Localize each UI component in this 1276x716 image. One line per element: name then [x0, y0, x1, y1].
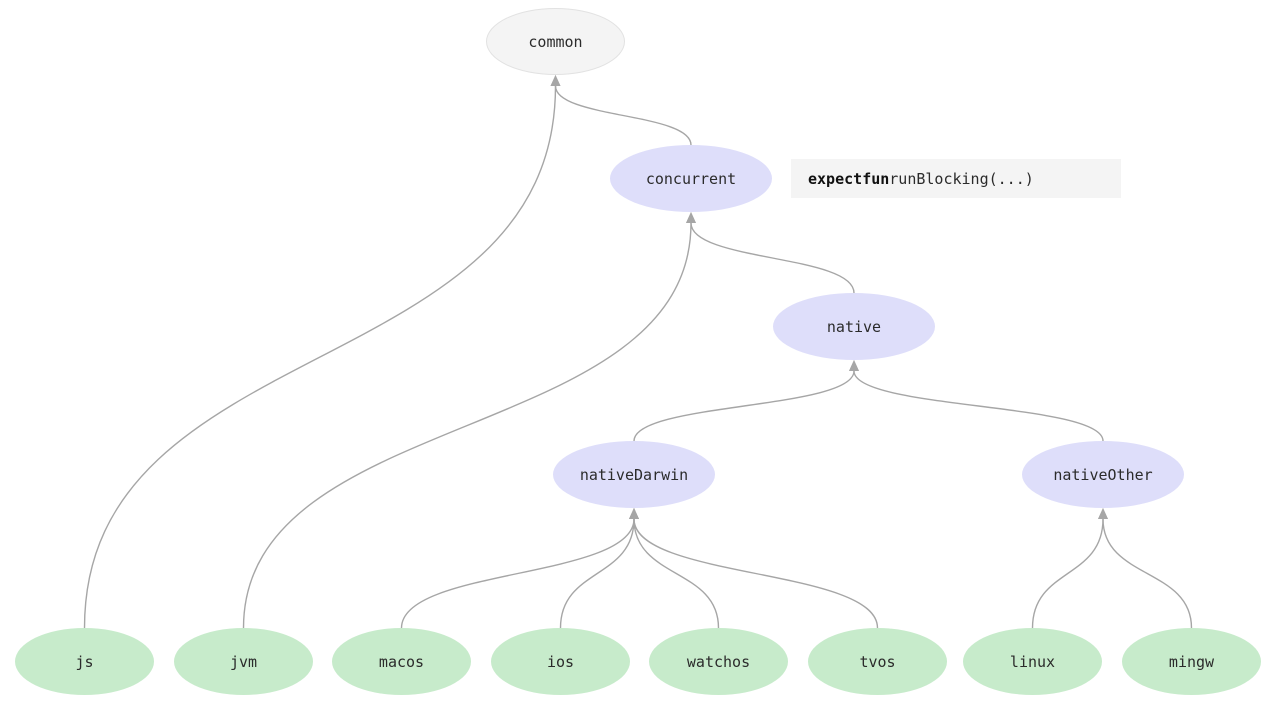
code-keyword-fun: fun [862, 169, 890, 188]
edge-watchos-to-nativeDarwin [633, 518, 720, 629]
node-js: js [15, 628, 154, 695]
edge-nativeDarwin-to-native [633, 370, 855, 442]
edge-mingw-to-nativeOther [1102, 518, 1193, 629]
arrowhead-concurrent [686, 212, 696, 223]
node-common: common [486, 8, 625, 75]
node-concurrent: concurrent [610, 145, 772, 212]
edge-concurrent-to-common [554, 85, 692, 146]
arrowhead-nativeOther [1098, 508, 1108, 519]
node-native-darwin: nativeDarwin [553, 441, 715, 508]
arrowhead-native [849, 360, 859, 371]
arrowhead-common [550, 75, 561, 86]
code-keyword-expect: expect [808, 169, 863, 188]
code-signature: runBlocking(...) [889, 169, 1034, 188]
node-mingw: mingw [1122, 628, 1261, 695]
node-native: native [773, 293, 935, 360]
edge-tvos-to-nativeDarwin [633, 518, 879, 629]
code-annotation: expect fun runBlocking(...) [791, 159, 1121, 198]
node-native-other: nativeOther [1022, 441, 1184, 508]
edge-nativeOther-to-native [853, 370, 1104, 442]
edge-native-to-concurrent [690, 222, 855, 294]
edge-ios-to-nativeDarwin [559, 518, 635, 629]
node-jvm: jvm [174, 628, 313, 695]
node-ios: ios [491, 628, 630, 695]
arrowhead-nativeDarwin [629, 508, 639, 519]
node-tvos: tvos [808, 628, 947, 695]
edge-js-to-common [83, 85, 557, 629]
edge-macos-to-nativeDarwin [400, 518, 635, 629]
node-macos: macos [332, 628, 471, 695]
node-watchos: watchos [649, 628, 788, 695]
edge-linux-to-nativeOther [1031, 518, 1104, 629]
edge-jvm-to-concurrent [242, 222, 692, 629]
node-linux: linux [963, 628, 1102, 695]
